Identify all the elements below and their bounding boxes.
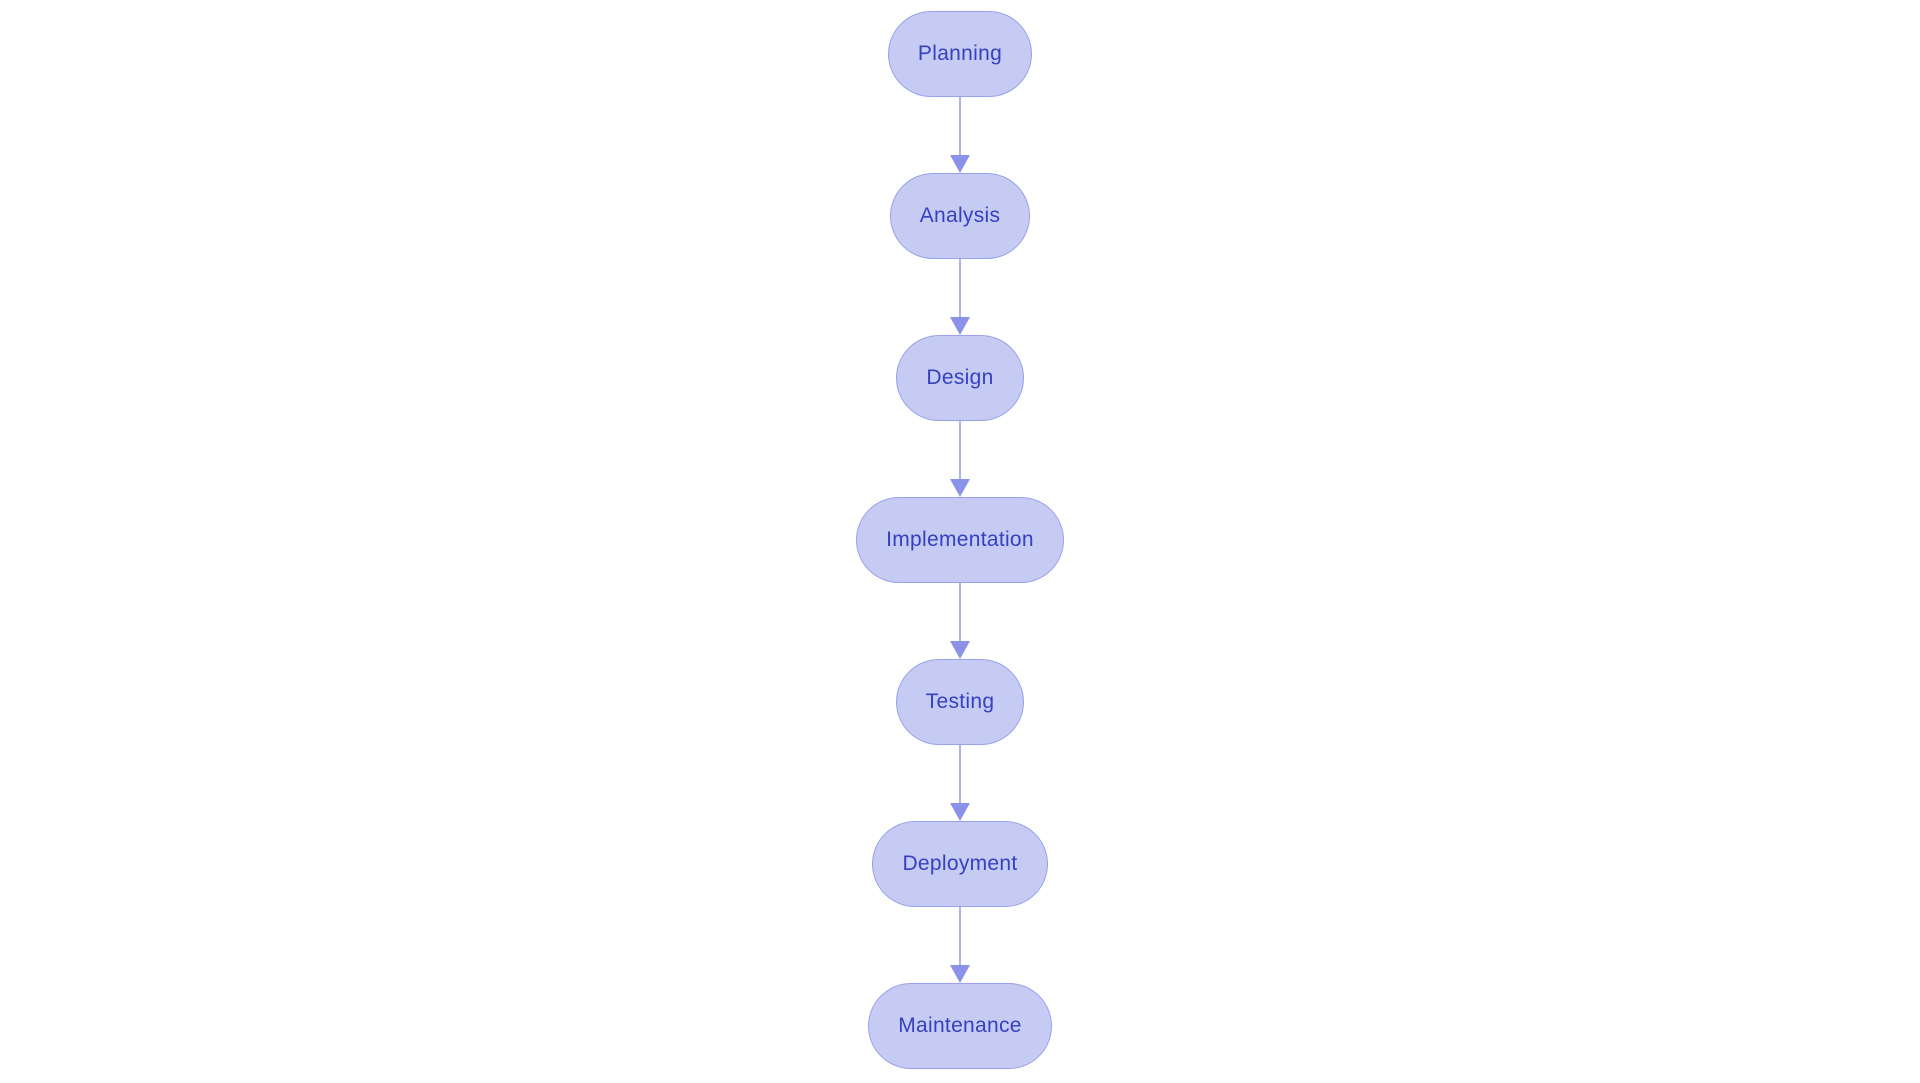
arrow-head-icon xyxy=(950,479,970,497)
arrow-line xyxy=(958,907,962,966)
flow-node-analysis: Analysis xyxy=(889,173,1031,259)
flow-node-testing: Testing xyxy=(895,659,1025,745)
flow-edge-design-implementation xyxy=(950,421,970,497)
flow-node-implementation: Implementation xyxy=(856,497,1064,583)
flow-node-label: Testing xyxy=(925,690,995,713)
arrow-line xyxy=(958,259,962,318)
arrow-line xyxy=(958,745,962,804)
flow-node-label: Analysis xyxy=(919,204,1001,227)
arrow-line xyxy=(958,421,962,480)
flow-edge-testing-deployment xyxy=(950,745,970,821)
flow-edge-deployment-maintenance xyxy=(950,907,970,983)
flow-node-label: Design xyxy=(926,366,994,389)
flow-node-maintenance: Maintenance xyxy=(868,983,1052,1069)
flow-edge-analysis-design xyxy=(950,259,970,335)
arrow-head-icon xyxy=(950,317,970,335)
flow-node-deployment: Deployment xyxy=(872,821,1048,907)
flow-node-label: Deployment xyxy=(902,852,1018,875)
flow-edge-planning-analysis xyxy=(950,97,970,173)
flow-edge-implementation-testing xyxy=(950,583,970,659)
arrow-head-icon xyxy=(950,155,970,173)
flowchart: Planning Analysis Design Implementation xyxy=(0,11,1920,1069)
flow-node-design: Design xyxy=(896,335,1024,421)
arrow-head-icon xyxy=(950,803,970,821)
flow-node-planning: Planning xyxy=(887,11,1033,97)
flow-node-label: Planning xyxy=(917,42,1003,65)
flow-node-label: Maintenance xyxy=(898,1014,1022,1037)
arrow-line xyxy=(958,97,962,156)
arrow-head-icon xyxy=(950,641,970,659)
arrow-head-icon xyxy=(950,965,970,983)
flow-node-label: Implementation xyxy=(886,528,1034,551)
arrow-line xyxy=(958,583,962,642)
